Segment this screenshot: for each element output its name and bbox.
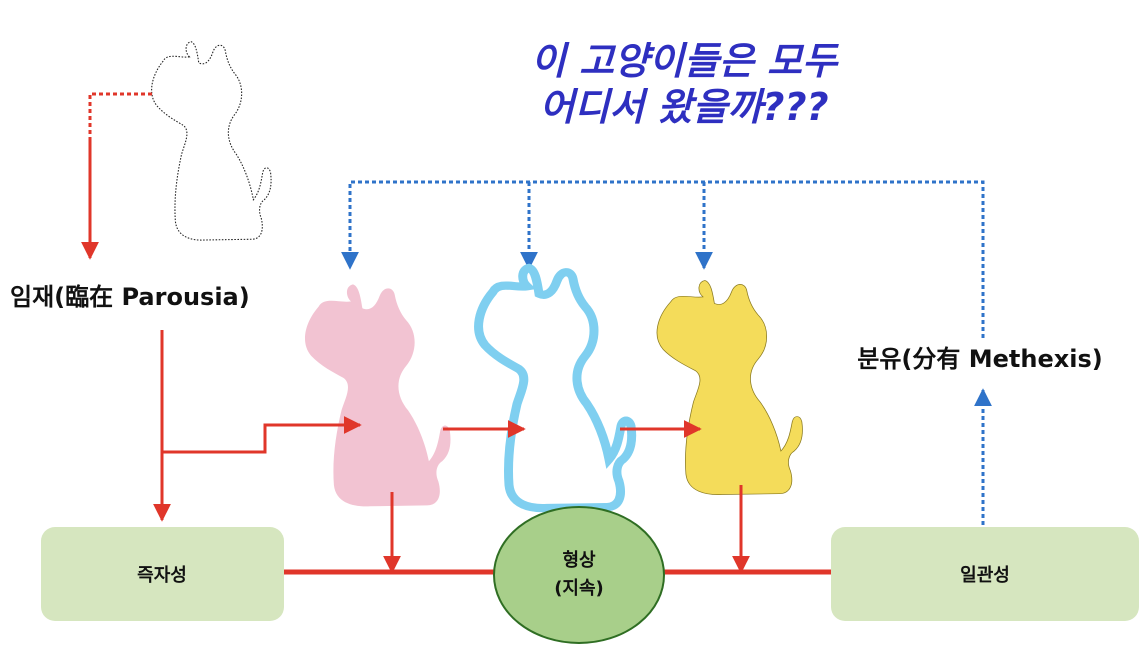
blue-dotted-bracket xyxy=(341,180,985,338)
methexis-label: 분유(分有 Methexis) xyxy=(857,345,1102,373)
pink-cat-image xyxy=(304,284,451,507)
outline-cat-image xyxy=(151,41,272,241)
center-ellipse xyxy=(493,506,665,644)
left-box xyxy=(41,527,284,621)
parousia-label: 임재(臨在 Parousia) xyxy=(10,283,250,311)
center-label-line-2: (지속) xyxy=(554,578,604,599)
title-line-1: 이 고양이들은 모두 xyxy=(531,39,839,83)
left-box-label: 즉자성 xyxy=(137,565,187,586)
red-dotted-connector xyxy=(88,92,152,140)
yellow-cat-image xyxy=(656,280,803,496)
red-arrow-to-pink-cat xyxy=(162,416,362,454)
right-box-label: 일관성 xyxy=(960,565,1010,586)
title-line-2: 어디서 왔을까??? xyxy=(539,85,828,129)
center-label-line-1: 형상 xyxy=(562,550,596,571)
blue-cat-image xyxy=(479,268,632,508)
right-box xyxy=(831,527,1139,621)
